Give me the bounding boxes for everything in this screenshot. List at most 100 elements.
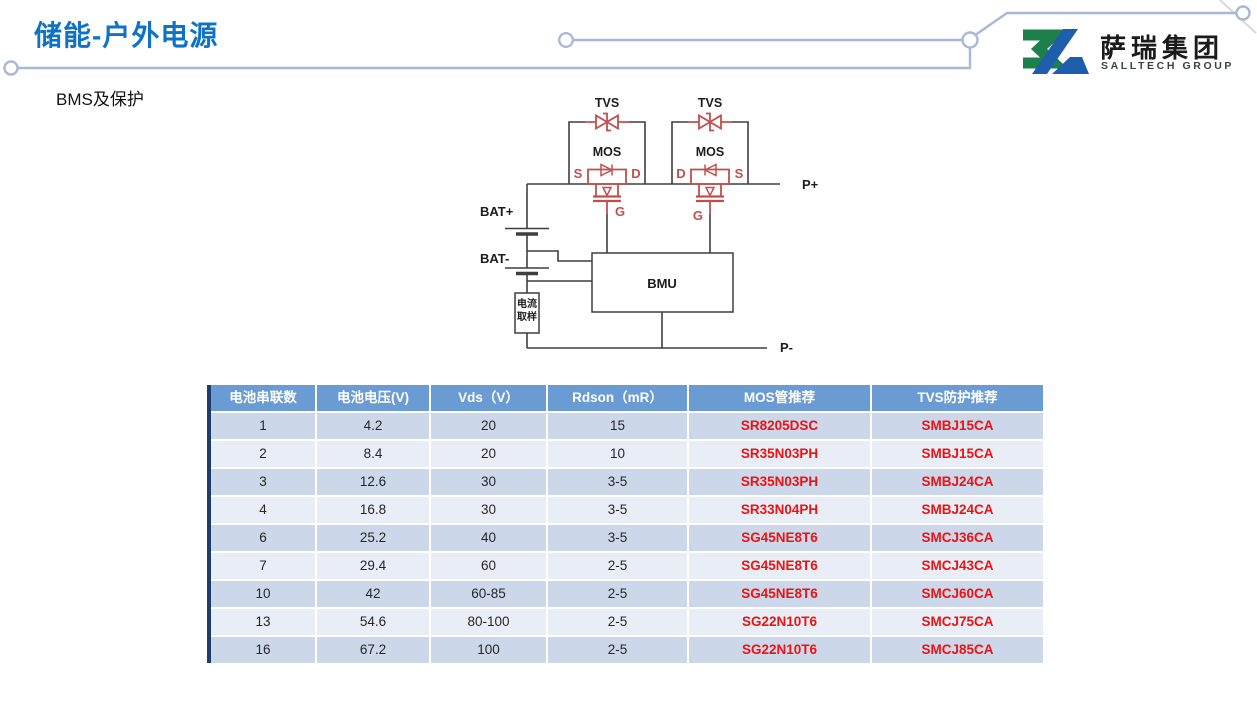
spec-value-cell: 4.2 [317, 413, 429, 439]
current-sampling-label: 取样 [517, 310, 537, 323]
spec-value-cell: 16.8 [317, 497, 429, 523]
part-number-cell: SMCJ85CA [872, 637, 1043, 663]
bms-circuit-diagram: TVS TVS MOS MOS S D D S G G BAT+ BAT- P+… [480, 96, 819, 355]
part-number-cell: SMCJ75CA [872, 609, 1043, 635]
bmu-label: BMU [647, 276, 677, 291]
spec-value-cell: 15 [548, 413, 687, 439]
connector-node-icon [558, 32, 575, 49]
tvs-diode-symbol [688, 112, 732, 132]
mos-label: MOS [696, 145, 724, 159]
spec-value-cell: 10 [211, 581, 315, 607]
part-number-cell: SR35N03PH [689, 441, 870, 467]
current-sampling-box [514, 292, 540, 334]
spec-value-cell: 80-100 [431, 609, 546, 635]
current-sampling-label: 电流 [517, 297, 537, 310]
part-number-cell: SMBJ15CA [872, 441, 1043, 467]
table-header-row: 电池串联数 电池电压(V) Vds（V） Rdson（mR） MOS管推荐 TV… [211, 385, 1043, 411]
spec-value-cell: 3-5 [548, 497, 687, 523]
column-header: Rdson（mR） [548, 385, 687, 411]
spec-value-cell: 6 [211, 525, 315, 551]
spec-value-cell: 2-5 [548, 609, 687, 635]
spec-value-cell: 20 [431, 441, 546, 467]
spec-value-cell: 2-5 [548, 637, 687, 663]
mos-label: MOS [593, 145, 621, 159]
section-subtitle: BMS及保护 [56, 90, 144, 109]
spec-value-cell: 3-5 [548, 525, 687, 551]
part-number-cell: SMCJ60CA [872, 581, 1043, 607]
spec-value-cell: 13 [211, 609, 315, 635]
tvs-label: TVS [595, 96, 619, 110]
part-number-cell: SG45NE8T6 [689, 581, 870, 607]
part-number-cell: SR35N03PH [689, 469, 870, 495]
column-header: 电池串联数 [211, 385, 315, 411]
part-number-cell: SMCJ43CA [872, 553, 1043, 579]
mosfet-symbol [587, 163, 627, 214]
spec-value-cell: 2-5 [548, 581, 687, 607]
spec-value-cell: 3 [211, 469, 315, 495]
connector-node-icon [3, 60, 19, 76]
part-number-cell: SG22N10T6 [689, 637, 870, 663]
column-header: Vds（V） [431, 385, 546, 411]
bat-minus-label: BAT- [480, 251, 509, 266]
part-number-cell: SMBJ24CA [872, 469, 1043, 495]
spec-value-cell: 4 [211, 497, 315, 523]
source-terminal-label: S [574, 166, 583, 181]
spec-value-cell: 30 [431, 497, 546, 523]
source-terminal-label: S [735, 166, 744, 181]
gate-terminal-label: G [615, 204, 625, 219]
spec-value-cell: 60-85 [431, 581, 546, 607]
page-title: 储能-户外电源 [34, 20, 219, 51]
part-number-cell: SMCJ36CA [872, 525, 1043, 551]
spec-value-cell: 3-5 [548, 469, 687, 495]
spec-value-cell: 16 [211, 637, 315, 663]
spec-value-cell: 54.6 [317, 609, 429, 635]
spec-value-cell: 100 [431, 637, 546, 663]
part-number-cell: SR8205DSC [689, 413, 870, 439]
spec-value-cell: 10 [548, 441, 687, 467]
circuit-wires [505, 121, 780, 349]
spec-value-cell: 12.6 [317, 469, 429, 495]
column-header: MOS管推荐 [689, 385, 870, 411]
drain-terminal-label: D [676, 166, 685, 181]
corner-ribbon-line [1219, 0, 1257, 34]
part-number-cell: SG45NE8T6 [689, 525, 870, 551]
part-number-cell: SG22N10T6 [689, 609, 870, 635]
drain-terminal-label: D [631, 166, 640, 181]
spec-value-cell: 8.4 [317, 441, 429, 467]
connector-node-icon [1235, 5, 1251, 21]
p-plus-label: P+ [802, 177, 819, 192]
part-number-cell: SR33N04PH [689, 497, 870, 523]
tvs-label: TVS [698, 96, 722, 110]
part-number-cell: SMBJ15CA [872, 413, 1043, 439]
gate-terminal-label: G [693, 208, 703, 223]
spec-value-cell: 2-5 [548, 553, 687, 579]
logo-company-name-en: SALLTECH GROUP [1101, 60, 1235, 72]
mos-tvs-recommendation-table: 电池串联数 电池电压(V) Vds（V） Rdson（mR） MOS管推荐 TV… [207, 385, 1043, 663]
spec-value-cell: 1 [211, 413, 315, 439]
spec-value-cell: 20 [431, 413, 546, 439]
spec-value-cell: 40 [431, 525, 546, 551]
column-header: 电池电压(V) [317, 385, 429, 411]
spec-value-cell: 29.4 [317, 553, 429, 579]
tvs-diode-symbol [585, 112, 629, 132]
p-minus-label: P- [780, 340, 793, 355]
part-number-cell: SG45NE8T6 [689, 553, 870, 579]
spec-value-cell: 7 [211, 553, 315, 579]
spec-value-cell: 30 [431, 469, 546, 495]
spec-value-cell: 2 [211, 441, 315, 467]
part-number-cell: SMBJ24CA [872, 497, 1043, 523]
column-header: TVS防护推荐 [872, 385, 1043, 411]
connector-node-icon [961, 31, 979, 49]
salltech-logo-icon [1023, 29, 1089, 74]
bmu-box [591, 252, 734, 313]
spec-value-cell: 42 [317, 581, 429, 607]
